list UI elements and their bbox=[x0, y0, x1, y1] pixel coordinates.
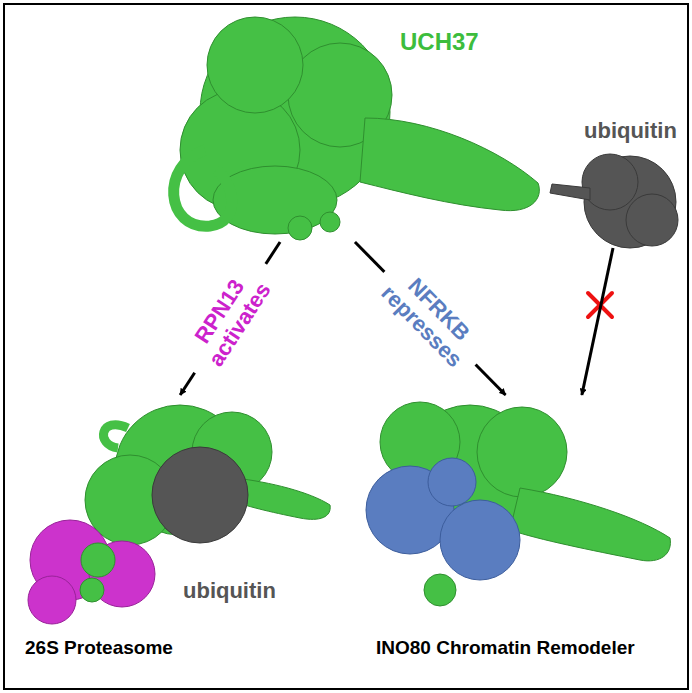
proteasome-complex bbox=[28, 405, 330, 624]
protein-name: UCH37 bbox=[400, 28, 479, 56]
ino80-complex: INO80 Chromatin Remodeler bbox=[350, 395, 686, 680]
proteasome-complex: ubiquitin 26S Proteasome bbox=[15, 395, 335, 680]
uch37-surface bbox=[174, 17, 540, 240]
protein-name: ubiquitin bbox=[183, 578, 276, 603]
complex-caption: 26S Proteasome bbox=[25, 637, 173, 659]
arrow-connector bbox=[355, 242, 506, 395]
edge-label: NFRKB represses bbox=[367, 255, 494, 383]
protein-name: ubiquitin bbox=[584, 118, 677, 143]
arrow-connector bbox=[582, 248, 613, 395]
edge-label: RPN13 activates bbox=[173, 250, 286, 386]
ubiquitin-surface bbox=[550, 154, 678, 248]
ubiquitin-protein: ubiquitin bbox=[540, 112, 686, 248]
ino80-complex bbox=[366, 402, 670, 606]
complex-caption: INO80 Chromatin Remodeler bbox=[376, 637, 635, 659]
uch37-protein: UCH37 bbox=[180, 10, 540, 242]
